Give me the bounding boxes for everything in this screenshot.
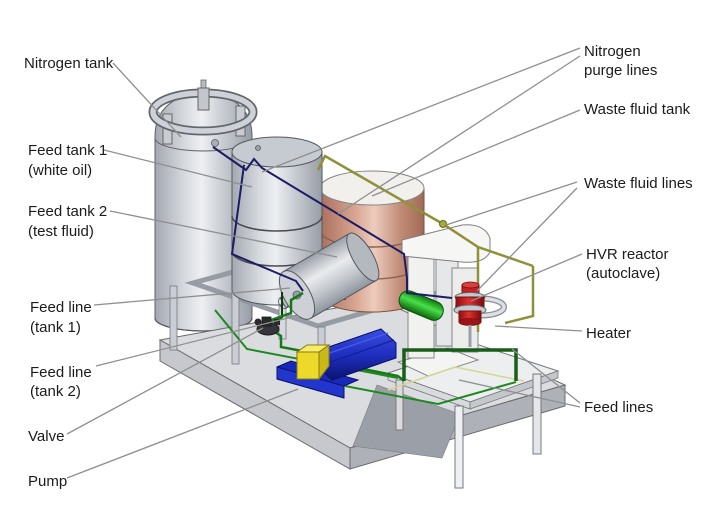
leader-waste-tank [371,109,581,197]
leader-waste-lines-b [476,187,578,292]
label-feed-line-2: Feed line [30,364,92,381]
table-leg [454,405,464,489]
label-heater: Heater [586,325,631,342]
leader-feed-tank-2 [109,210,338,258]
waste-line-junction [439,220,447,228]
nitrogen-tank [148,79,258,332]
feed-lines [214,291,525,406]
label-nitrogen-purge-sub: purge lines [584,62,657,79]
label-feed-tank-1-sub: (white oil) [28,162,92,179]
frame-leg [231,291,240,365]
label-feed-tank-2: Feed tank 2 [28,203,107,220]
label-valve: Valve [28,428,64,445]
table-leg [395,379,404,431]
leader-feed-lines-a [511,348,581,404]
leader-valve [66,327,264,435]
valve [254,316,280,336]
label-feed-lines: Feed lines [584,399,653,416]
leader-feed-lines-b [458,379,581,408]
leader-heater [494,325,583,332]
leader-feed-tank-1 [103,149,253,188]
leader-lines [66,47,583,479]
cylinder-outlet-fitting [211,139,219,147]
leader-feed-line-2 [95,316,293,367]
label-feed-tank-1: Feed tank 1 [28,142,107,159]
label-pump: Pump [28,473,67,490]
frame-leg [169,285,178,351]
label-waste-fluid-lines: Waste fluid lines [584,175,693,192]
leader-feed-line-1 [93,287,291,306]
leader-purge-a [261,47,581,173]
label-feed-line-2-sub: (tank 2) [30,383,81,400]
label-waste-fluid-tank: Waste fluid tank [584,101,691,118]
label-feed-line-1-sub: (tank 1) [30,319,81,336]
table-leg [532,373,542,455]
nitrogen-purge-lines [212,146,453,299]
leader-waste-lines-a [445,181,578,226]
green-cylinder [398,290,444,321]
label-feed-tank-2-sub: (test fluid) [28,223,94,240]
leader-purge-b [337,55,581,215]
hvr-reactor [453,281,487,347]
tank-lid-nub [255,145,261,151]
leader-hvr-reactor [470,253,583,302]
label-hvr-reactor: HVR reactor [586,246,669,263]
label-nitrogen-purge: Nitrogen [584,43,641,60]
label-feed-line-1: Feed line [30,299,92,316]
labels: Nitrogen tank Feed tank 1 (white oil) Fe… [24,43,693,490]
feed-line-table-loop [402,348,518,381]
pump [276,328,397,399]
label-nitrogen-tank: Nitrogen tank [24,55,114,72]
cylinder-valve-stem [197,87,210,111]
label-hvr-reactor-sub: (autoclave) [586,265,660,282]
leader-pump [66,388,299,479]
feed-tank-2 [278,232,380,320]
leader-nitrogen-tank [112,62,182,138]
